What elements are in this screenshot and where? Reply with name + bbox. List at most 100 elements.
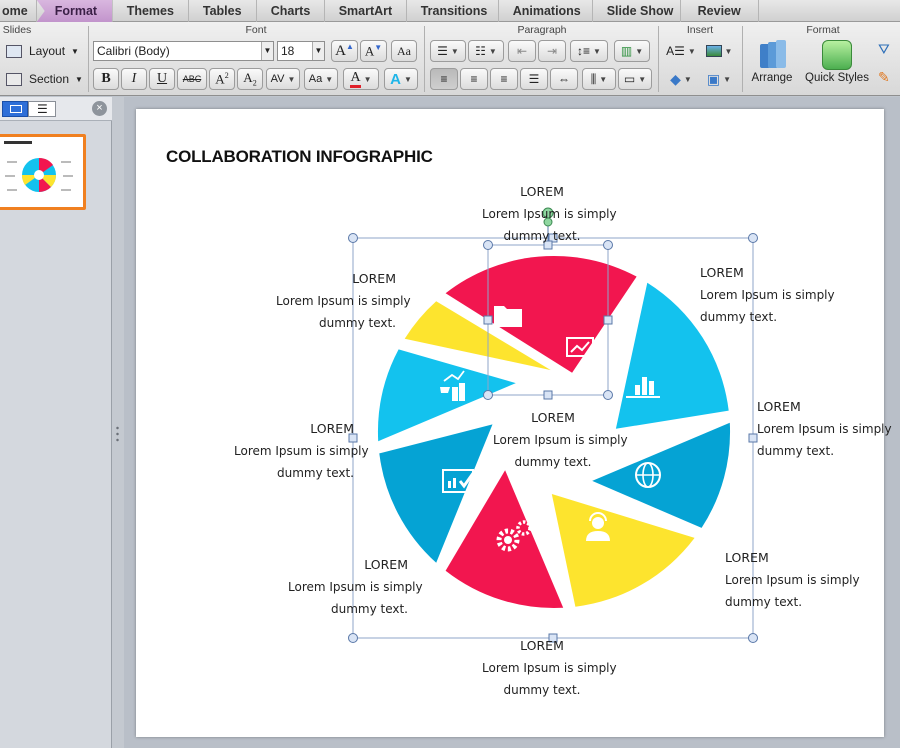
resize-handle[interactable] (543, 390, 553, 400)
adjust-handle[interactable] (543, 217, 553, 227)
arrange-button[interactable]: Arrange (748, 40, 796, 84)
resize-handle[interactable] (548, 233, 558, 243)
resize-handle[interactable] (348, 233, 358, 243)
increase-indent-button[interactable]: ⇥ (538, 40, 566, 62)
tab-format[interactable]: Format (36, 0, 113, 22)
resize-handle[interactable] (483, 240, 493, 250)
tab-slide-show[interactable]: Slide Show (593, 0, 681, 22)
line-spacing-button[interactable]: ↕≡▼ (570, 40, 608, 62)
chevron-down-icon[interactable]: ▼ (261, 42, 273, 60)
font-color-button[interactable]: A▼ (343, 68, 379, 90)
quick-styles-button[interactable]: Quick Styles (804, 40, 870, 84)
resize-handle[interactable] (548, 633, 558, 643)
blade-blue-right[interactable] (592, 422, 731, 528)
blade-yellow-lower-right[interactable] (551, 494, 695, 607)
justify-button[interactable]: ☰ (520, 68, 548, 90)
character-spacing-button[interactable]: AV▼ (266, 68, 300, 90)
resize-handle[interactable] (603, 240, 613, 250)
text-direction-button[interactable]: ⫼▼ (582, 68, 616, 90)
callout-heading: LOREM (757, 399, 801, 414)
bold-button[interactable]: B (93, 68, 119, 90)
callout-center[interactable]: LOREM Lorem Ipsum is simply dummy text. (493, 407, 628, 473)
panel-splitter[interactable] (112, 97, 124, 748)
strikethrough-button[interactable]: ABC (177, 68, 207, 90)
callout-bottom[interactable]: LOREM Lorem Ipsum is simply dummy text. (482, 635, 617, 701)
picture-button[interactable]: ▼ (702, 40, 736, 62)
shape-outline-button[interactable]: ✎ (878, 66, 890, 88)
callout-text-line: dummy text. (330, 602, 408, 616)
align-text-button[interactable]: ▭▼ (618, 68, 652, 90)
media-icon: ▣ (706, 70, 721, 87)
underline-icon: U (156, 71, 168, 86)
blade-blue-lower-left[interactable] (379, 424, 493, 563)
callout-text-line: dummy text. (725, 595, 803, 609)
tab-animations[interactable]: Animations (499, 0, 593, 22)
callout-top[interactable]: LOREM Lorem Ipsum is simply dummy text. (482, 181, 617, 247)
blade-yellow-upper-left[interactable] (404, 301, 551, 371)
superscript-button[interactable]: A2 (209, 68, 235, 90)
slide-title[interactable]: COLLABORATION INFOGRAPHIC (166, 147, 433, 166)
callout-lower-left[interactable]: LOREM Lorem Ipsum is simply dummy text. (288, 554, 423, 620)
aperture-infographic[interactable] (136, 109, 884, 737)
clear-formatting-button[interactable]: Aa (391, 40, 417, 62)
shrink-font-button[interactable]: A▼ (360, 40, 387, 62)
shape-button[interactable]: ◆▼ (670, 70, 692, 87)
resize-handle[interactable] (348, 433, 358, 443)
slide-thumbnail[interactable] (0, 134, 86, 210)
columns-button[interactable]: ▥▼ (614, 40, 650, 62)
close-icon[interactable]: × (92, 101, 107, 116)
callout-left[interactable]: LOREM Lorem Ipsum is simply dummy text. (234, 418, 369, 484)
tab-charts[interactable]: Charts (257, 0, 325, 22)
slide[interactable]: COLLABORATION INFOGRAPHIC LOREM Lorem Ip… (136, 109, 892, 737)
chevron-down-icon[interactable]: ▼ (312, 42, 324, 60)
resize-handle[interactable] (748, 433, 758, 443)
segment-icons (440, 306, 661, 552)
resize-handle[interactable] (603, 315, 613, 325)
change-case-button[interactable]: Aa▼ (304, 68, 338, 90)
align-center-button[interactable]: ≡ (460, 68, 488, 90)
callout-right[interactable]: LOREM Lorem Ipsum is simply dummy text. (757, 396, 892, 462)
slides-view-tab[interactable] (2, 101, 28, 117)
decrease-indent-button[interactable]: ⇤ (508, 40, 536, 62)
resize-handle[interactable] (748, 633, 758, 643)
blade-cyan-left[interactable] (377, 349, 516, 442)
resize-handle[interactable] (348, 633, 358, 643)
resize-handle[interactable] (603, 390, 613, 400)
tab-smartart[interactable]: SmartArt (325, 0, 407, 22)
callout-upper-left[interactable]: LOREM Lorem Ipsum is simply dummy text. (276, 268, 411, 334)
align-right-button[interactable]: ≡ (490, 68, 518, 90)
grow-font-button[interactable]: A▲ (331, 40, 358, 62)
align-text-icon: ▭ (623, 72, 636, 86)
underline-button[interactable]: U (149, 68, 175, 90)
resize-handle[interactable] (483, 390, 493, 400)
text-effects-icon: A (390, 70, 401, 88)
italic-button[interactable]: I (121, 68, 147, 90)
distribute-button[interactable]: ⇔ (550, 68, 578, 90)
tab-home[interactable]: ome (0, 0, 37, 22)
resize-handle[interactable] (483, 315, 493, 325)
section-button[interactable]: Section ▼ (6, 68, 83, 90)
shape-fill-button[interactable]: ⛛ (878, 38, 890, 60)
numbered-list-icon: ☷ (475, 44, 486, 58)
media-button[interactable]: ▣▼ (706, 70, 732, 87)
align-left-button[interactable]: ≡ (430, 68, 458, 90)
resize-handle[interactable] (748, 233, 758, 243)
font-name-field[interactable]: Calibri (Body) ▼ (93, 41, 274, 61)
numbering-button[interactable]: ☷▼ (468, 40, 504, 62)
tab-review[interactable]: Review (681, 0, 759, 22)
superscript-icon: A2 (215, 70, 229, 87)
subscript-button[interactable]: A2 (237, 68, 263, 90)
tab-tables[interactable]: Tables (189, 0, 257, 22)
outline-view-tab[interactable]: ☰ (28, 101, 56, 117)
tab-themes[interactable]: Themes (113, 0, 189, 22)
callout-lower-right[interactable]: LOREM Lorem Ipsum is simply dummy text. (725, 547, 860, 613)
callout-upper-right[interactable]: LOREM Lorem Ipsum is simply dummy text. (700, 262, 835, 328)
shape-selection[interactable] (348, 207, 758, 643)
line-chart-icon (566, 337, 594, 357)
font-size-field[interactable]: 18 ▼ (277, 41, 325, 61)
tab-transitions[interactable]: Transitions (407, 0, 499, 22)
text-box-button[interactable]: A☰▼ (666, 44, 696, 58)
bullets-button[interactable]: ☰▼ (430, 40, 466, 62)
text-effects-button[interactable]: A▼ (384, 68, 418, 90)
layout-button[interactable]: Layout ▼ (6, 40, 79, 62)
